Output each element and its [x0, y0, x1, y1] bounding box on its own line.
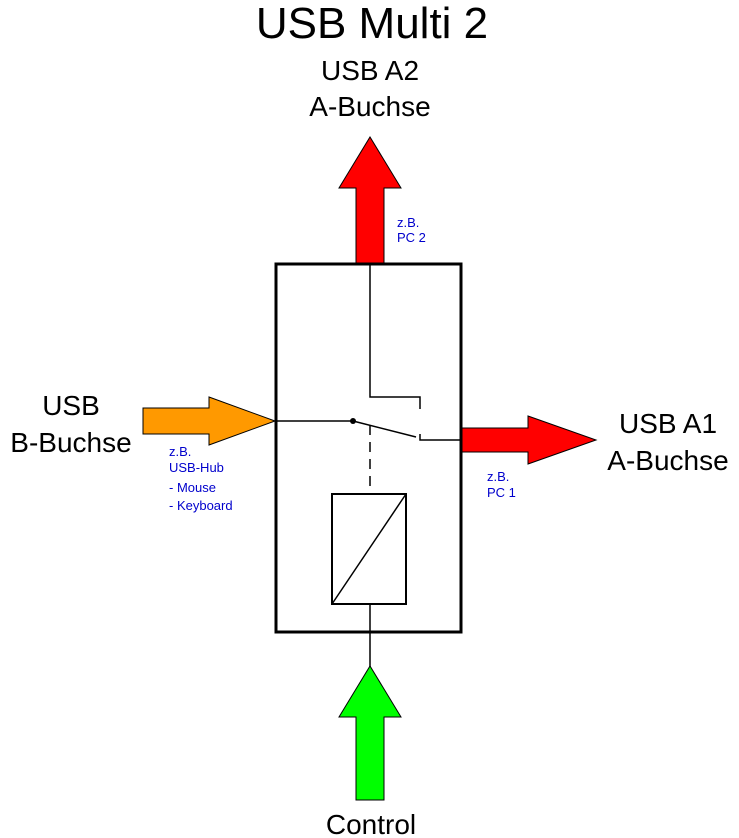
port-a1-arrow	[461, 415, 598, 465]
port-b-connector-type: B-Buchse	[10, 427, 131, 458]
control-label: Control	[326, 809, 416, 838]
port-a2-connector-type: A-Buchse	[309, 91, 430, 122]
control-arrow	[338, 665, 402, 801]
port-b-note-line3: - Mouse	[169, 480, 216, 495]
port-a2-note-line2: PC 2	[397, 230, 426, 245]
port-a2-note-line1: z.B.	[397, 215, 419, 230]
diagram-title: USB Multi 2	[256, 0, 488, 48]
port-b-note-line1: z.B.	[169, 444, 191, 459]
a1-contact-line	[419, 434, 461, 441]
port-b-label: USB	[42, 390, 100, 421]
port-a2-label: USB A2	[321, 55, 419, 86]
switch-lever	[352, 420, 417, 438]
a2-contact-line	[369, 264, 421, 409]
port-a1-connector-type: A-Buchse	[607, 445, 728, 476]
port-b-note-line2: USB-Hub	[169, 460, 224, 475]
port-b-note-line4: - Keyboard	[169, 498, 233, 513]
port-a1-note-line2: PC 1	[487, 485, 516, 500]
port-a1-label: USB A1	[619, 408, 717, 439]
relay-coil-diagonal	[331, 493, 407, 605]
port-b-arrow	[142, 396, 277, 446]
port-a2-arrow	[338, 136, 402, 265]
port-a1-note-line1: z.B.	[487, 469, 509, 484]
